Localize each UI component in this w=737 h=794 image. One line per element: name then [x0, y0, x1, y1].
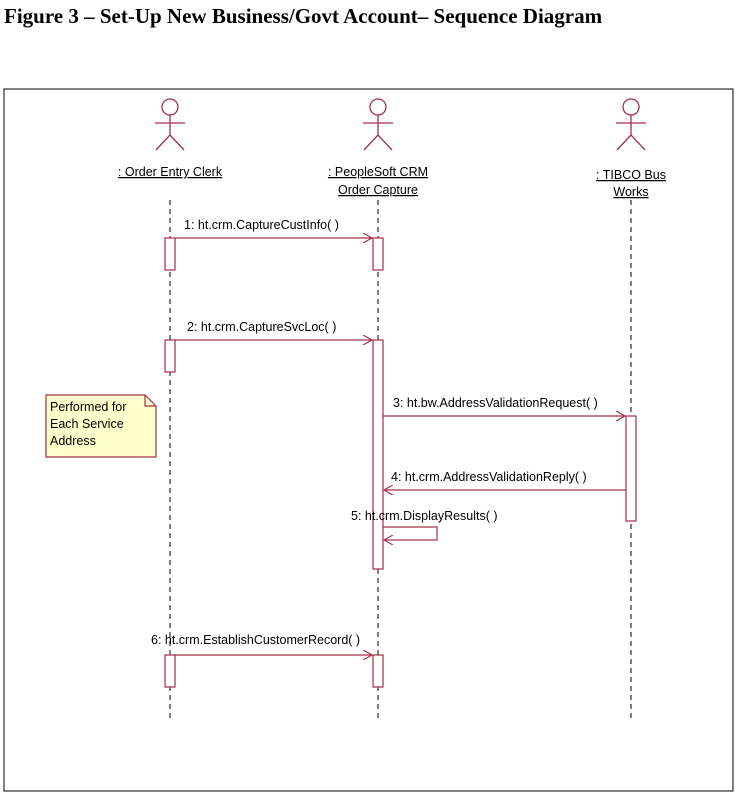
- activation-clerk-1: [164, 237, 176, 271]
- actor-crm-label-line2: Order Capture: [338, 183, 418, 197]
- activation-crm-1: [372, 237, 384, 271]
- actor-clerk-label: : Order Entry Clerk: [118, 165, 223, 179]
- message-6-label: 6: ht.crm.EstablishCustomerRecord( ): [151, 633, 360, 647]
- note-box: [45, 394, 157, 458]
- message-2-label: 2: ht.crm.CaptureSvcLoc( ): [187, 320, 336, 334]
- message-4-label: 4: ht.crm.AddressValidationReply( ): [391, 470, 587, 484]
- message-5-label: 5: ht.crm.DisplayResults( ): [351, 509, 498, 523]
- activation-crm-2: [372, 339, 384, 570]
- note-line-3: Address: [50, 434, 96, 448]
- note-line-1: Performed for: [50, 400, 126, 414]
- message-5-arrow: [383, 526, 438, 540]
- actor-tibco-label-line2: Works: [613, 185, 648, 199]
- activation-crm-3: [372, 654, 384, 688]
- actor-tibco-label-line1: : TIBCO Bus: [596, 168, 666, 182]
- diagram-frame: [3, 88, 734, 792]
- actor-clerk-figure: [155, 98, 185, 151]
- activation-clerk-2: [164, 339, 176, 373]
- figure-title: Figure 3 – Set-Up New Business/Govt Acco…: [4, 4, 603, 28]
- note-line-2: Each Service: [50, 417, 124, 431]
- actor-crm-figure: [363, 98, 393, 151]
- actor-tibco-figure: [616, 98, 646, 151]
- message-3-label: 3: ht.bw.AddressValidationRequest( ): [393, 396, 598, 410]
- activation-tibco-1: [625, 415, 637, 522]
- actor-crm-label-line1: : PeopleSoft CRM: [328, 165, 428, 179]
- message-1-label: 1: ht.crm.CaptureCustInfo( ): [184, 218, 339, 232]
- activation-clerk-3: [164, 654, 176, 688]
